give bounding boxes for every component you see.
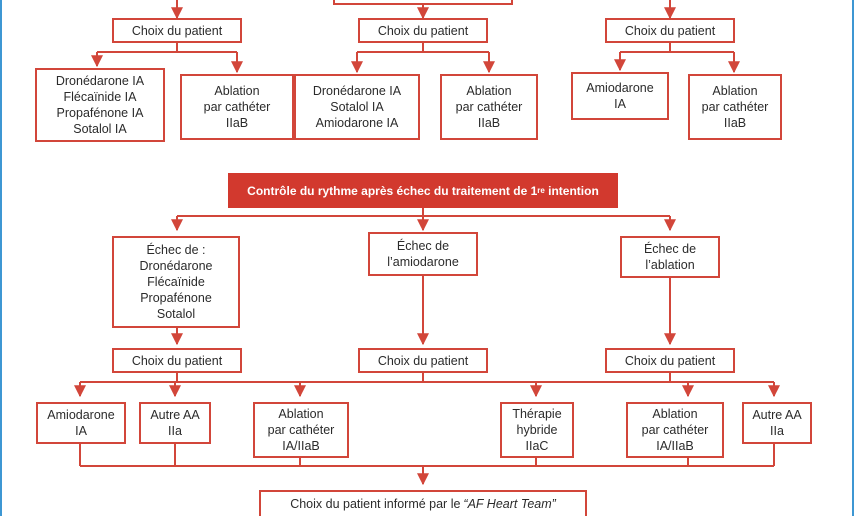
final-team-text: “AF Heart Team” (463, 497, 556, 511)
option-ablation-2: Ablation par cathéter IA/IIaB (626, 402, 724, 458)
choice-box-bottom-3: Choix du patient (605, 348, 735, 373)
option-autre-aa-1: Autre AA IIa (139, 402, 211, 444)
failure-box-antiarrhythmics: Échec de : Dronédarone Flécaïnide Propaf… (112, 236, 240, 328)
option-amiodarone: Amiodarone IA (36, 402, 126, 444)
top-ablation-box-2: Ablation par cathéter IIaB (440, 74, 538, 140)
choice-box-bottom-1: Choix du patient (112, 348, 242, 373)
choice-box-top-3: Choix du patient (605, 18, 735, 43)
top-ablation-box-1: Ablation par cathéter IIaB (180, 74, 294, 140)
banner-superscript: re (537, 186, 545, 195)
failure-box-amiodarone: Échec de l’amiodarone (368, 232, 478, 276)
top-ablation-box-3: Ablation par cathéter IIaB (688, 74, 782, 140)
top-drugs-box-2: Dronédarone IA Sotalol IA Amiodarone IA (294, 74, 420, 140)
frame-left-edge (0, 0, 2, 516)
frame-right-edge (852, 0, 854, 516)
option-autre-aa-2: Autre AA IIa (742, 402, 812, 444)
option-therapie-hybride: Thérapie hybride IIaC (500, 402, 574, 458)
banner-text: Contrôle du rythme après échec du traite… (247, 183, 538, 198)
final-text: Choix du patient informé par le (290, 497, 461, 511)
final-decision-box: Choix du patient informé par le“AF Heart… (259, 490, 587, 516)
choice-box-top-1: Choix du patient (112, 18, 242, 43)
top-drugs-box-1: Dronédarone IA Flécaïnide IA Propafénone… (35, 68, 165, 142)
option-ablation-1: Ablation par cathéter IA/IIaB (253, 402, 349, 458)
top-drugs-box-3: Amiodarone IA (571, 72, 669, 120)
choice-box-bottom-2: Choix du patient (358, 348, 488, 373)
banner-text-end: intention (544, 183, 599, 198)
second-line-banner: Contrôle du rythme après échec du traite… (228, 173, 618, 208)
previous-box-stub (333, 0, 513, 5)
failure-box-ablation: Échec de l’ablation (620, 236, 720, 278)
choice-box-top-2: Choix du patient (358, 18, 488, 43)
